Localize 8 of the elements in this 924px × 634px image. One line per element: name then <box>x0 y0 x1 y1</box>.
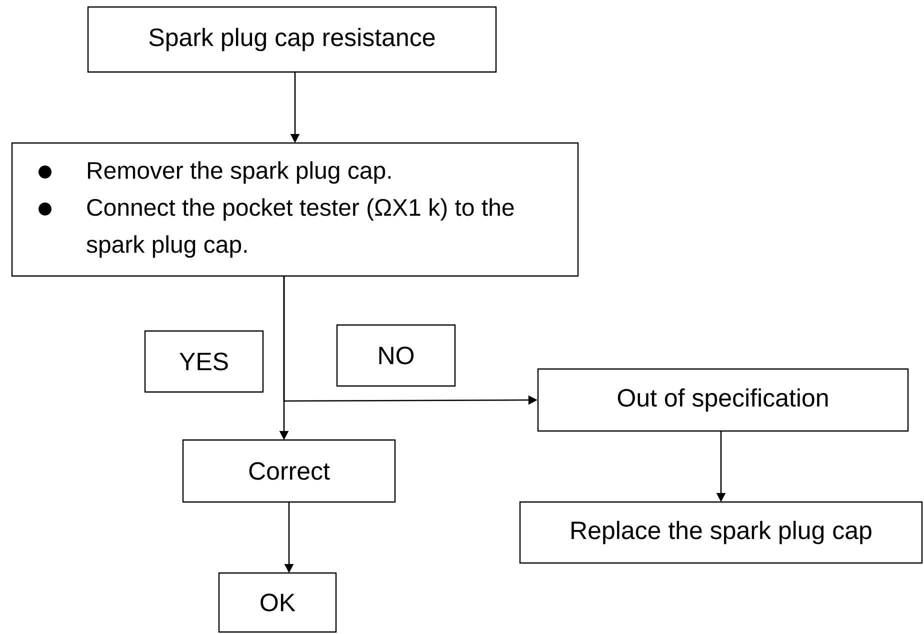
instruction-box: Remover the spark plug cap. Connect the pocket tester (ΩX1 k) to the spark plug cap. <box>11 142 579 277</box>
answer-box: YES <box>144 330 264 393</box>
process-box: Spark plug cap resistance <box>87 6 497 73</box>
process-box: OK <box>218 572 337 633</box>
answer-box: NO <box>336 324 456 387</box>
process-box: Correct <box>182 439 396 503</box>
process-box: Replace the spark plug cap <box>519 501 923 564</box>
process-box: Out of specification <box>537 368 909 432</box>
